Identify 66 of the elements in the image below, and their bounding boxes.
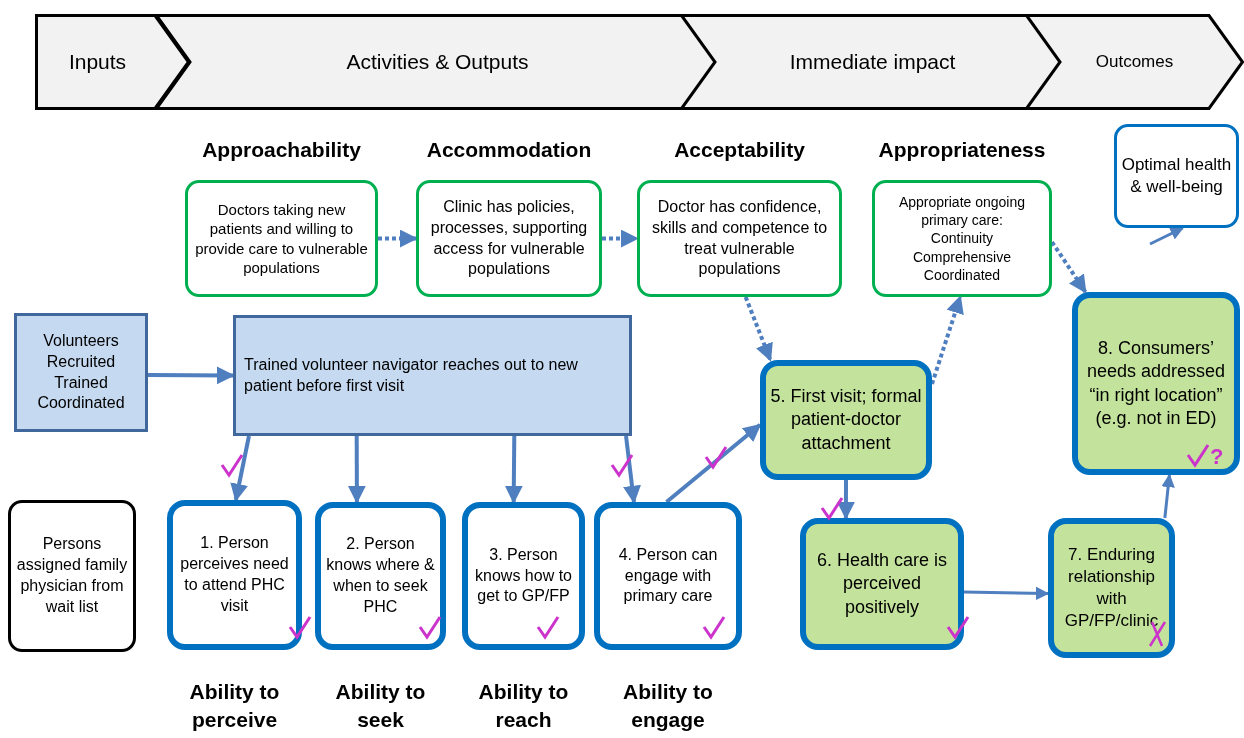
box-text: 5. First visit; formal patient-doctor attachment: [770, 384, 922, 455]
dimension-heading: Approachability: [202, 137, 361, 163]
outcome-step-box: [1072, 292, 1240, 475]
box-text: Coordinated: [37, 393, 125, 414]
dimension-heading: Appropriateness: [878, 137, 1046, 163]
dimension-heading: Acceptability: [674, 137, 805, 163]
dotted-arrow: [378, 229, 418, 248]
box-text: 4. Person can engage with primary care: [617, 544, 719, 607]
ability-heading: Ability to seek: [334, 679, 427, 734]
rounded-box: [637, 180, 842, 297]
stage-label: Inputs: [68, 49, 127, 76]
question-mark: ?: [1210, 443, 1224, 471]
ability-step-box: [462, 502, 585, 650]
arrow: [148, 366, 235, 385]
box-text: 8. Consumers’ needs addressed “in right location” (e.g. not in ED): [1085, 336, 1227, 430]
arrow: [963, 586, 1050, 601]
box-text: Continuity: [930, 229, 994, 248]
ability-step-box: [167, 500, 302, 650]
box-text: Doctors taking new patients and willing to provide care to vulnerable populations: [194, 199, 369, 278]
dotted-arrow: [743, 296, 773, 362]
arrow: [623, 435, 641, 504]
rounded-box: [8, 500, 136, 652]
box-text: 7. Enduring relationship with GP/FP/clinic: [1063, 543, 1160, 633]
box-text: Trained: [54, 372, 108, 393]
activity-box: [14, 313, 148, 432]
rounded-box: [185, 180, 378, 297]
stage-label: Immediate impact: [789, 49, 956, 76]
ability-heading: Ability to engage: [622, 679, 714, 734]
dotted-arrow: [930, 295, 964, 385]
outcome-step-box: [800, 518, 964, 650]
box-text: Appropriate ongoing primary care:: [897, 193, 1027, 230]
box-text: Coordinated: [923, 265, 1001, 284]
box-text: Volunteers: [43, 330, 119, 351]
box-text: Clinic has policies, processes, supporting access for vulnerable populations: [429, 196, 589, 280]
arrow: [665, 423, 762, 504]
box-text: Recruited: [46, 351, 116, 372]
ability-step-box: [315, 502, 446, 650]
arrow: [504, 436, 523, 504]
box-text: Optimal health & well-being: [1121, 153, 1232, 198]
box-text: Comprehensive: [912, 247, 1012, 266]
stage-label: Outcomes: [1095, 51, 1174, 74]
ability-step-box: [594, 502, 742, 650]
box-text: Doctor has confidence, skills and competence to treat vulnerable populations: [650, 196, 829, 280]
outcome-step-box: [760, 360, 932, 480]
arrow: [230, 435, 251, 502]
stage-label: Activities & Outputs: [346, 49, 529, 76]
ability-heading: Ability to perceive: [188, 679, 281, 734]
box-text: 3. Person knows how to get to GP/FP: [474, 544, 573, 607]
dimension-heading: Accommodation: [426, 137, 592, 163]
activity-box: [233, 315, 632, 436]
dotted-arrow: [602, 229, 639, 248]
arrow: [836, 480, 855, 520]
box-text: 6. Health care is perceived positively: [815, 548, 949, 619]
rounded-box: [872, 180, 1052, 297]
ability-heading: Ability to reach: [477, 679, 570, 734]
rounded-box: [416, 180, 602, 297]
box-text: Persons assigned family physician from wait list: [15, 534, 129, 617]
arrow: [1161, 473, 1175, 519]
box-text: Trained volunteer navigator reaches out to new patient before first visit: [244, 354, 579, 396]
arrow: [1149, 226, 1184, 246]
arrow: [347, 436, 366, 504]
box-text: 1. Person perceives need to attend PHC visit: [179, 533, 290, 616]
rounded-box: [1114, 124, 1239, 228]
dotted-arrow: [1050, 240, 1088, 294]
outcome-step-box: [1048, 518, 1175, 658]
box-text: 2. Person knows where & when to seek PHC: [325, 534, 436, 617]
